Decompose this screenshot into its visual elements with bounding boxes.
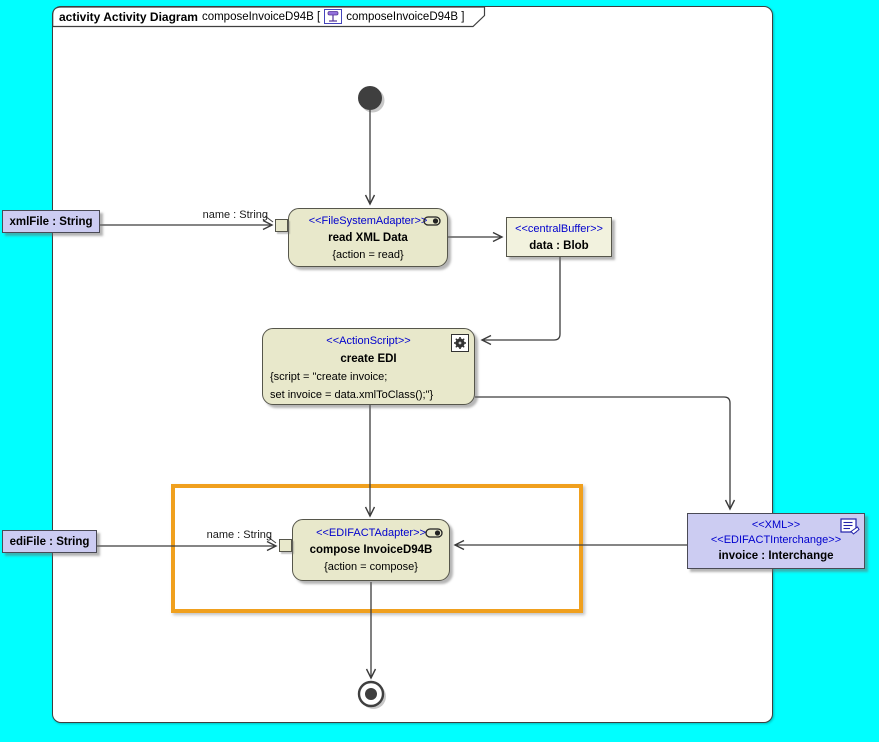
activity-parameter-xmlfile[interactable]: xmlFile : String <box>2 210 100 233</box>
frame-title-tab <box>52 6 486 28</box>
parameter-label: ediFile : String <box>9 535 90 548</box>
buffer-name: data : Blob <box>529 240 589 252</box>
stereotype-label-1: <<XML>> <box>751 519 801 531</box>
script-line-1: {script = "create invoice; <box>270 371 388 383</box>
stereotype-label: <<ActionScript>> <box>326 335 411 347</box>
frame-title: activity Activity Diagram composeInvoice… <box>59 9 464 24</box>
object-name: invoice : Interchange <box>718 550 834 562</box>
xml-document-icon <box>840 518 860 535</box>
action-read-xml-data[interactable]: <<FileSystemAdapter>> read XML Data {act… <box>288 208 448 267</box>
edge-label-name-xml: name : String <box>202 209 268 221</box>
input-pin-name-read[interactable] <box>275 219 288 232</box>
action-compose-invoice[interactable]: <<EDIFACTAdapter>> compose InvoiceD94B {… <box>292 519 450 581</box>
action-name: create EDI <box>340 353 397 365</box>
activity-diagram-icon <box>324 9 343 24</box>
action-name: compose InvoiceD94B <box>309 544 433 556</box>
input-pin-name-compose[interactable] <box>279 539 292 552</box>
action-create-edi[interactable]: <<ActionScript>> create EDI {script = "c… <box>262 328 475 405</box>
adapter-icon <box>425 528 443 538</box>
stereotype-label: <<FileSystemAdapter>> <box>308 215 428 227</box>
stereotype-label: <<centralBuffer>> <box>515 223 603 235</box>
frame-ref-name: composeInvoiceD94B ] <box>346 10 465 23</box>
frame-diagram-name: composeInvoiceD94B [ <box>201 10 321 23</box>
stereotype-label-2: <<EDIFACTInterchange>> <box>710 534 842 546</box>
gear-icon <box>451 334 469 352</box>
action-name: read XML Data <box>328 232 408 244</box>
script-line-2: set invoice = data.xmlToClass();"} <box>270 389 434 401</box>
central-buffer-data-blob[interactable]: <<centralBuffer>> data : Blob <box>506 217 612 257</box>
parameter-label: xmlFile : String <box>9 215 93 228</box>
object-node-invoice[interactable]: <<XML>> <<EDIFACTInterchange>> invoice :… <box>687 513 865 569</box>
activity-parameter-edifile[interactable]: ediFile : String <box>2 530 97 553</box>
stereotype-label: <<EDIFACTAdapter>> <box>316 527 426 539</box>
frame-keyword: activity Activity Diagram <box>59 9 198 24</box>
tagged-value: {action = compose} <box>324 561 418 573</box>
edge-label-name-edi: name : String <box>206 529 272 541</box>
tagged-value: {action = read} <box>332 249 404 261</box>
frame-tab-shape <box>52 6 486 28</box>
highlight-rectangle[interactable] <box>171 484 583 613</box>
adapter-icon <box>423 216 441 226</box>
